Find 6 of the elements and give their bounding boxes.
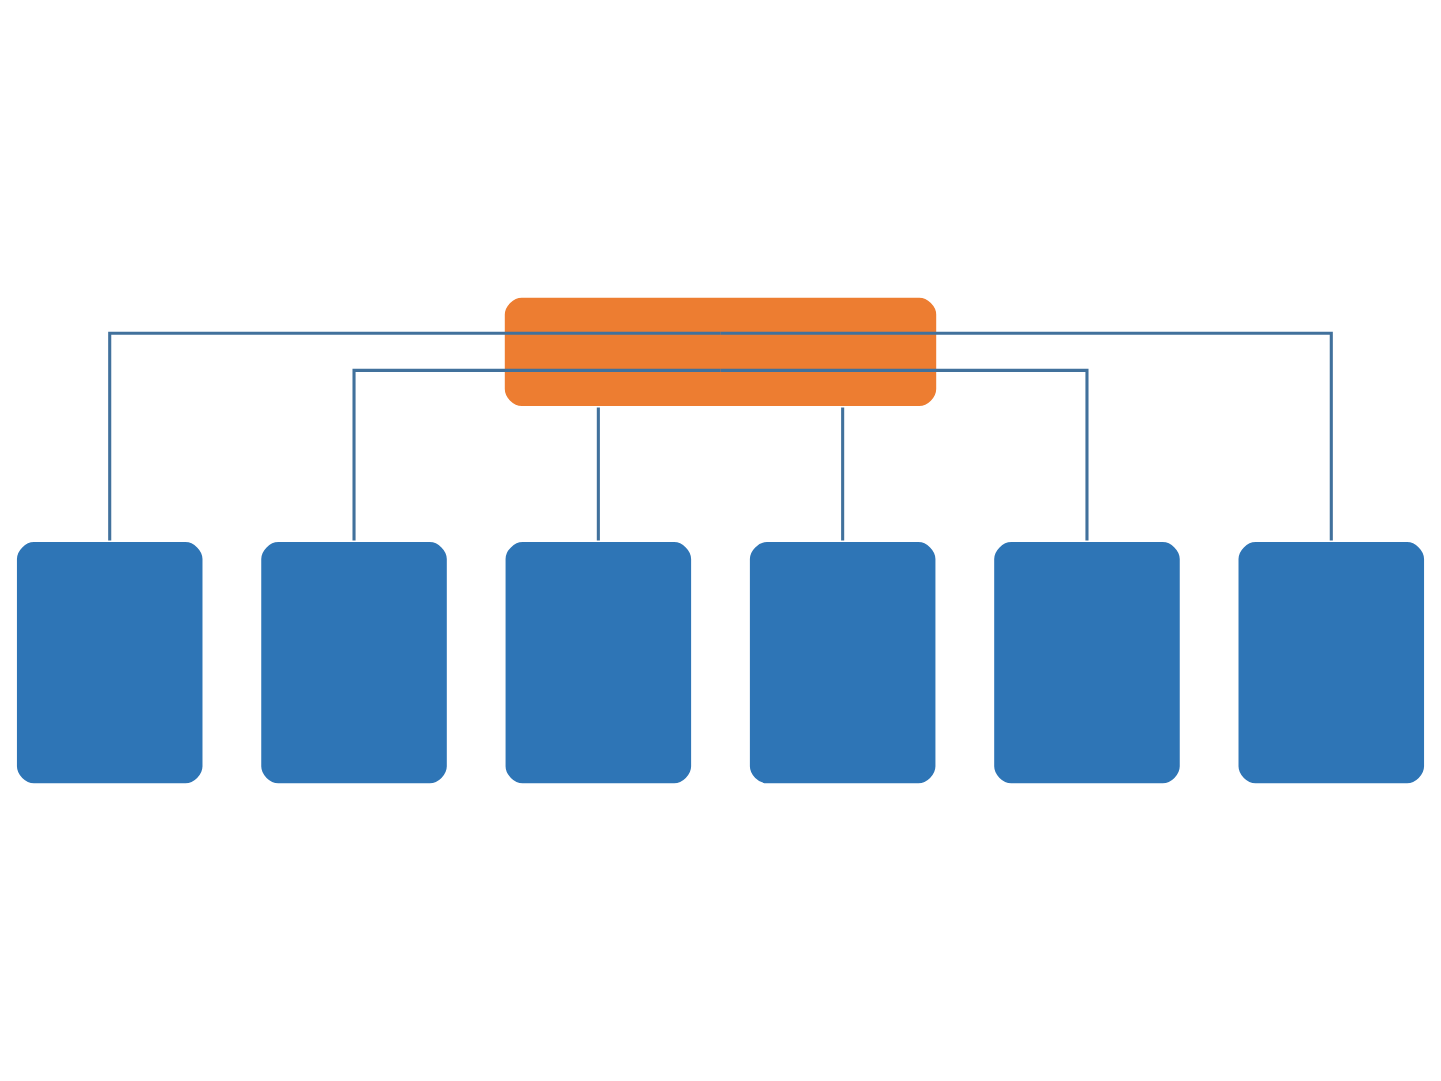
connector (596, 407, 600, 541)
connector (720, 331, 1333, 541)
connector (841, 407, 845, 541)
connector (108, 331, 721, 541)
connector (720, 368, 1089, 541)
connector (352, 368, 721, 541)
